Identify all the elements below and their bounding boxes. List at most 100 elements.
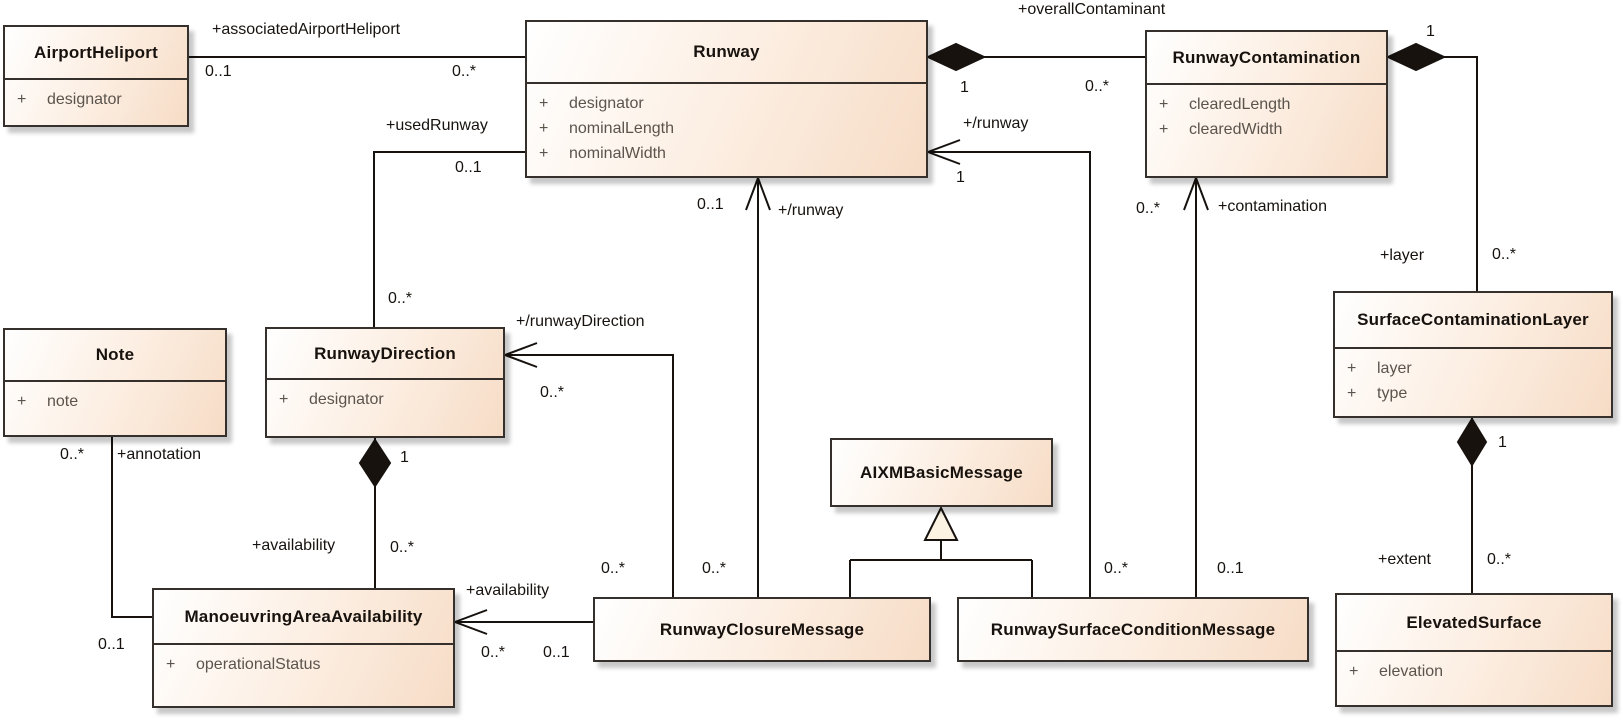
class-airport-heliport[interactable]: AirportHeliport + designator [3, 25, 189, 127]
class-title: RunwayClosureMessage [659, 619, 865, 639]
attribute-visibility: + [539, 95, 549, 112]
multiplicity-label: 0..* [702, 560, 727, 577]
multiplicity-label: 1 [1498, 434, 1507, 451]
attribute-name: designator [309, 391, 384, 408]
attribute-visibility: + [539, 145, 549, 162]
edge-overall-contaminant [925, 42, 1145, 72]
attribute-name: nominalLength [569, 120, 674, 137]
generalization-triangle-icon [923, 505, 959, 541]
attribute-visibility: + [17, 393, 27, 410]
attribute-visibility: + [1159, 121, 1169, 138]
class-title: RunwaySurfaceConditionMessage [990, 619, 1276, 639]
edge-generalization [849, 505, 1033, 597]
class-attributes: + designator + nominalLength + nominalWi… [527, 82, 926, 166]
multiplicity-label: 0..* [452, 63, 477, 80]
attribute-name: clearedLength [1189, 96, 1291, 113]
edge-closure-runway [745, 175, 771, 597]
multiplicity-label: 0..1 [455, 159, 482, 176]
class-title: Note [95, 345, 135, 364]
attribute-visibility: + [1159, 96, 1169, 113]
class-attribute: + designator [5, 87, 187, 112]
class-attributes: + clearedLength + clearedWidth [1147, 83, 1386, 142]
multiplicity-label: 0..1 [697, 196, 724, 213]
attribute-name: nominalWidth [569, 145, 666, 162]
edge-label: +layer [1380, 247, 1425, 264]
class-attribute: + nominalLength [527, 116, 926, 141]
multiplicity-label: 0..* [390, 539, 415, 556]
edge-label: +usedRunway [386, 117, 488, 134]
multiplicity-label: 1 [1426, 23, 1435, 40]
edge-label: +associatedAirportHeliport [212, 21, 401, 38]
class-attribute: + operationalStatus [154, 652, 453, 677]
class-elevated-surface[interactable]: ElevatedSurface + elevation [1335, 593, 1613, 707]
multiplicity-label: 0..* [601, 560, 626, 577]
multiplicity-label: 0..* [388, 290, 413, 307]
edge-layer [1385, 42, 1478, 291]
edge-runway-direction [502, 342, 674, 597]
attribute-visibility: + [1347, 360, 1357, 377]
open-arrowhead-icon [1183, 175, 1209, 211]
class-attribute: + designator [527, 91, 926, 116]
multiplicity-label: 1 [956, 169, 965, 186]
class-title: AirportHeliport [34, 42, 158, 62]
class-attribute: + note [5, 389, 225, 414]
class-attribute: + elevation [1337, 659, 1611, 684]
class-attributes: + note [5, 380, 225, 414]
edge-label: +availability [252, 537, 336, 554]
attribute-visibility: + [1347, 385, 1357, 402]
attribute-name: layer [1377, 360, 1412, 377]
composition-diamond-icon [358, 438, 392, 488]
open-arrowhead-icon [502, 342, 538, 368]
multiplicity-label: 0..* [481, 644, 506, 661]
class-title: ManoeuvringAreaAvailability [184, 606, 423, 626]
class-attributes: + layer + type [1335, 347, 1611, 406]
class-attribute: + designator [267, 387, 503, 412]
edge-label: +overallContaminant [1018, 1, 1166, 18]
class-attribute: + type [1335, 381, 1611, 406]
edge-extent [1456, 417, 1488, 593]
edge-direction-availability [358, 438, 392, 588]
class-manoeuvring-area-availability[interactable]: ManoeuvringAreaAvailability + operationa… [152, 588, 455, 708]
class-runway[interactable]: Runway + designator + nominalLength + no… [525, 20, 928, 178]
multiplicity-label: 0..* [60, 446, 85, 463]
open-arrowhead-icon [925, 139, 961, 165]
class-title: RunwayContamination [1172, 47, 1361, 67]
class-title: SurfaceContaminationLayer [1357, 310, 1589, 329]
class-attributes: + elevation [1337, 650, 1611, 684]
multiplicity-label: 0..1 [98, 636, 125, 653]
class-note[interactable]: Note + note [3, 328, 227, 437]
attribute-visibility: + [279, 391, 289, 408]
class-runway-direction[interactable]: RunwayDirection + designator [265, 327, 505, 438]
attribute-visibility: + [17, 91, 27, 108]
class-attributes: + operationalStatus [154, 643, 453, 677]
class-attribute: + clearedWidth [1147, 117, 1386, 142]
attribute-name: clearedWidth [1189, 121, 1283, 138]
multiplicity-label: 1 [400, 449, 409, 466]
composition-diamond-icon [1385, 42, 1447, 72]
multiplicity-label: 0..* [1104, 560, 1129, 577]
class-runway-contamination[interactable]: RunwayContamination + clearedLength + cl… [1145, 30, 1388, 178]
class-runway-closure-message[interactable]: RunwayClosureMessage [593, 597, 931, 662]
attribute-visibility: + [539, 120, 549, 137]
edge-surface-runway [925, 139, 1091, 597]
edge-label: +availability [466, 582, 550, 599]
multiplicity-label: 0..* [1085, 78, 1110, 95]
edge-label: +/runway [778, 202, 844, 219]
edge-label: +contamination [1218, 198, 1327, 215]
attribute-name: operationalStatus [196, 656, 321, 673]
attribute-name: elevation [1379, 663, 1444, 680]
class-title: RunwayDirection [314, 343, 456, 363]
class-runway-surface-condition-message[interactable]: RunwaySurfaceConditionMessage [957, 597, 1309, 662]
class-surface-contamination-layer[interactable]: SurfaceContaminationLayer + layer + type [1333, 291, 1613, 418]
class-title: ElevatedSurface [1406, 612, 1542, 632]
edge-annotation [111, 437, 152, 618]
attribute-visibility: + [166, 656, 176, 673]
composition-diamond-icon [925, 42, 987, 72]
edge-used-runway [373, 151, 525, 327]
attribute-name: designator [569, 95, 644, 112]
class-aixm-basic-message[interactable]: AIXMBasicMessage [830, 438, 1053, 507]
attribute-name: designator [47, 91, 122, 108]
multiplicity-label: 0..* [1487, 551, 1512, 568]
